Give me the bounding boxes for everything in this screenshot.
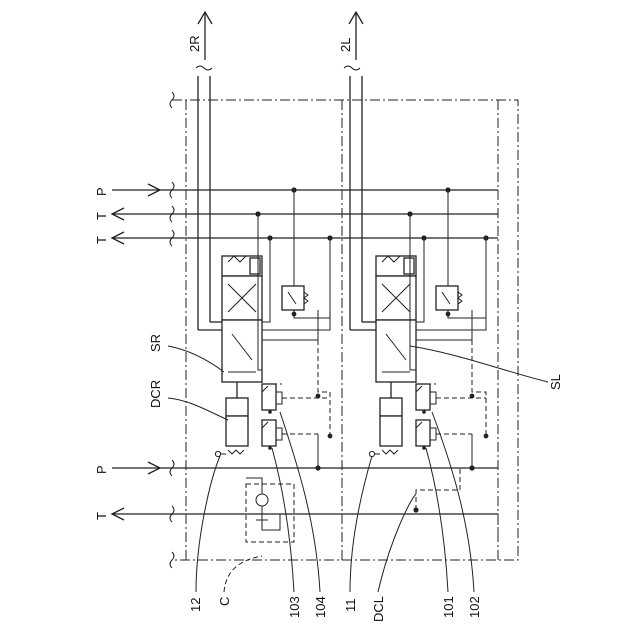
port-t-upper2-label: T xyxy=(94,236,109,244)
output-2l-lines xyxy=(349,12,363,330)
label-sr: SR xyxy=(148,334,163,352)
port-t-lower-label: T xyxy=(94,512,109,520)
ref-104: 104 xyxy=(313,596,328,618)
port-p-lower-label: P xyxy=(94,465,109,474)
ref-dcl: DCL xyxy=(371,596,386,622)
port-2l-label: 2L xyxy=(338,38,353,52)
ref-101: 101 xyxy=(441,596,456,618)
ref-103: 103 xyxy=(287,596,302,618)
port-2r-label: 2R xyxy=(187,35,202,52)
ref-12: 12 xyxy=(188,598,203,612)
leader-lines xyxy=(168,346,548,592)
port-p-upper-label: P xyxy=(94,187,109,196)
port-t-upper1-label: T xyxy=(94,212,109,220)
output-2r-lines xyxy=(198,12,212,330)
valve-sl-group xyxy=(350,190,498,540)
ref-102: 102 xyxy=(467,596,482,618)
label-dcr: DCR xyxy=(148,380,163,408)
valve-sr-group xyxy=(198,190,332,468)
label-sl: SL xyxy=(548,374,563,390)
ref-c: C xyxy=(217,597,232,606)
check-unit-c xyxy=(246,478,294,542)
ref-11: 11 xyxy=(343,599,358,613)
